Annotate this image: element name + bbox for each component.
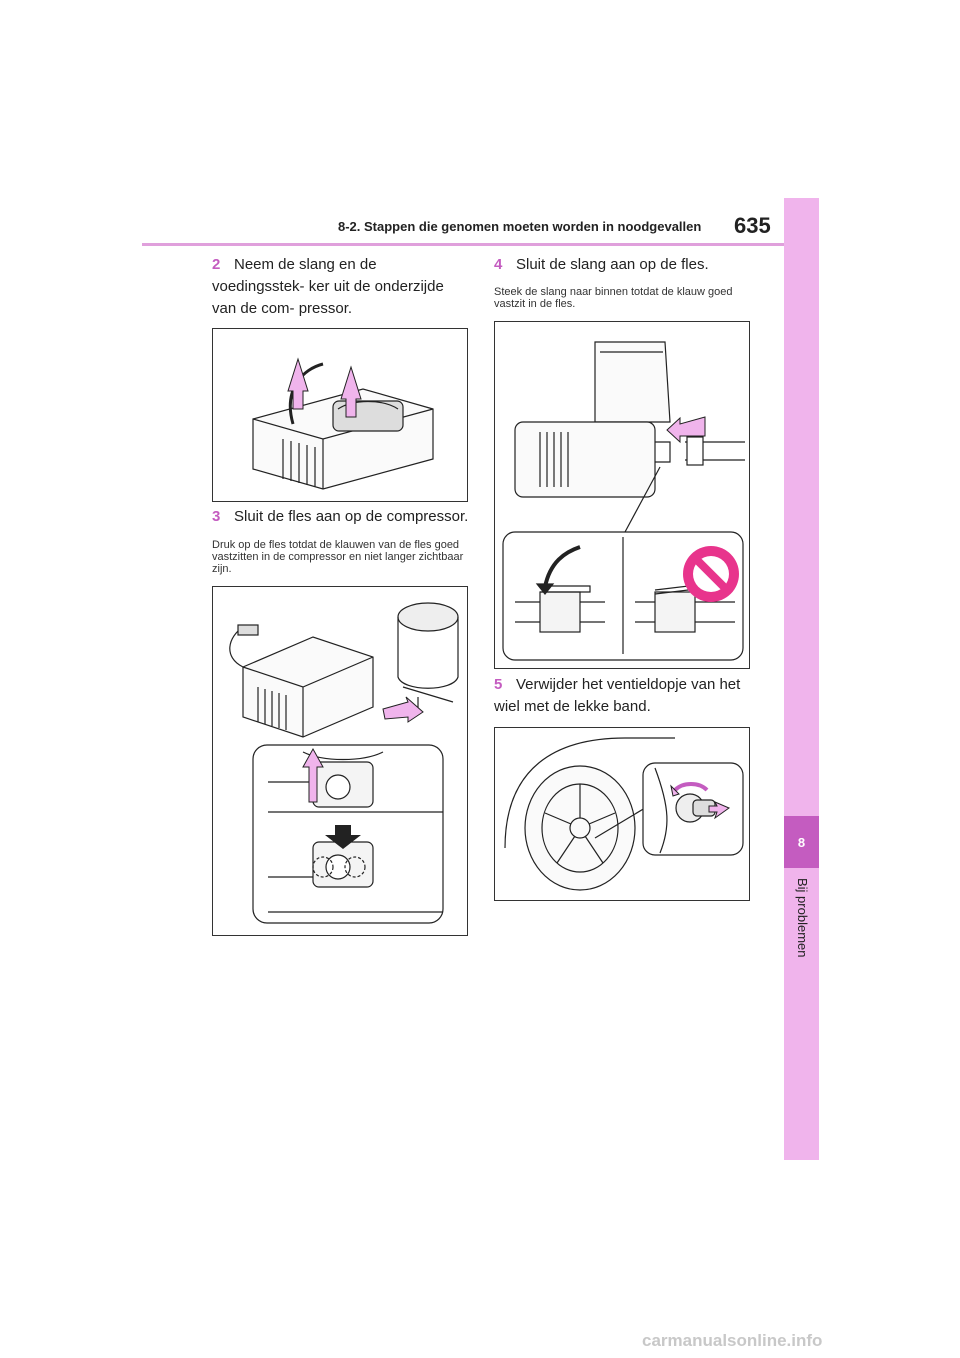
hose-bottle-illustration bbox=[502, 341, 745, 661]
step-4-note: Steek de slang naar binnen totdat de kla… bbox=[494, 286, 733, 310]
chapter-side-tab: 8 Bij problemen bbox=[784, 198, 819, 1160]
figure-valve-cap-removal bbox=[494, 727, 750, 901]
step-text: Sluit de fles aan op de compressor. bbox=[234, 508, 469, 525]
figure-bottle-to-compressor bbox=[212, 586, 468, 936]
step-number: 4 bbox=[494, 256, 503, 273]
step-number: 2 bbox=[212, 256, 221, 273]
step-number: 5 bbox=[494, 676, 503, 693]
step-4: 4 Sluit de slang aan op de fles. bbox=[494, 254, 754, 276]
chapter-number-badge: 8 bbox=[784, 816, 819, 868]
compressor-illustration bbox=[252, 357, 434, 490]
step-text: Neem de slang en de voedingsstek- ker ui… bbox=[212, 256, 444, 317]
figure-compressor-hose-removal bbox=[212, 328, 468, 502]
step-text: Verwijder het ventieldopje van het wiel … bbox=[494, 676, 741, 715]
step-3: 3 Sluit de fles aan op de compressor. bbox=[212, 506, 482, 528]
chapter-label: Bij problemen bbox=[794, 878, 810, 958]
wheel-valve-illustration bbox=[504, 737, 744, 891]
section-title: 8-2. Stappen die genomen moeten worden i… bbox=[338, 219, 702, 234]
page-number: 635 bbox=[734, 213, 771, 238]
watermark: carmanualsonline.info bbox=[642, 1331, 823, 1350]
step-text: Sluit de slang aan op de fles. bbox=[516, 256, 709, 273]
step-number: 3 bbox=[212, 508, 221, 525]
step-3-note: Druk op de fles totdat de klauwen van de… bbox=[212, 539, 464, 575]
figure-hose-to-bottle bbox=[494, 321, 750, 669]
header-divider bbox=[142, 243, 784, 246]
bottle-compressor-illustration bbox=[229, 602, 459, 924]
